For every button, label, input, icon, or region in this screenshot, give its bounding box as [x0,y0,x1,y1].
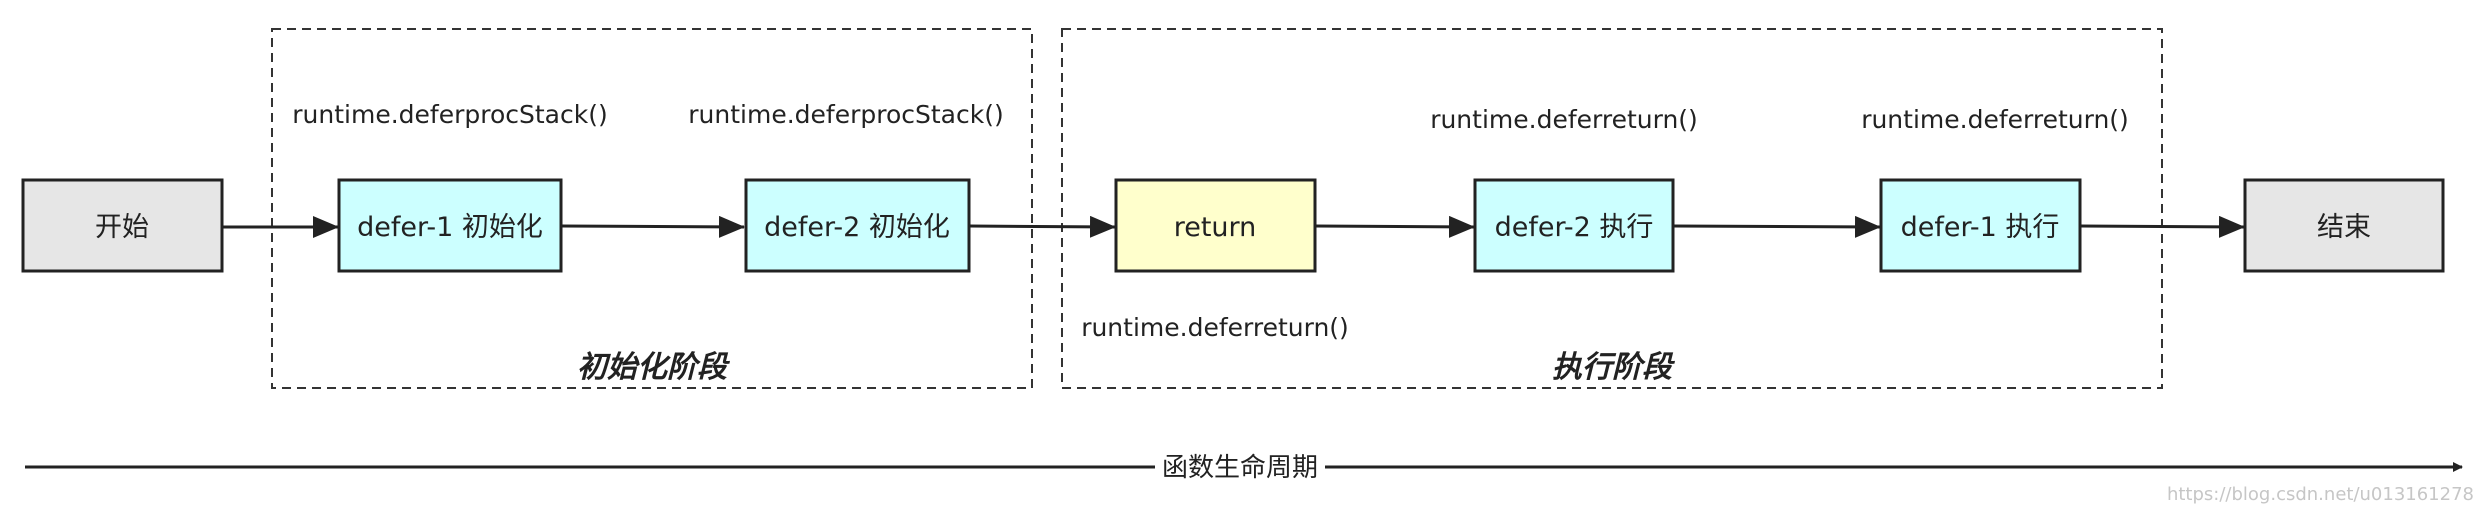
defer2-init-node: defer-2 初始化 [744,178,971,273]
defer1-init-call-label: runtime.deferprocStack() [292,100,607,129]
end-node-label: 结束 [2317,212,2371,243]
return-node: return [1114,178,1317,273]
defer2-exec-node-box [1473,178,1675,273]
defer2-exec-node: defer-2 执行 [1473,178,1675,273]
defer1-init-node-box [337,178,563,273]
watermark-text: https://blog.csdn.net/u013161278 [2167,484,2474,505]
edge-defer1-init-to-defer2-init [560,215,745,238]
edge-defer1-exec-to-end [2079,215,2245,238]
start-node: 开始 [21,178,224,273]
defer2-exec-call-label: runtime.deferreturn() [1430,105,1698,134]
defer1-init-node: defer-1 初始化 [337,178,563,273]
defer2-init-node-box [744,178,971,273]
defer1-init-node-label: defer-1 初始化 [357,212,543,243]
end-node: 结束 [2243,178,2445,273]
edge-return-to-defer2-exec [1314,215,1475,238]
start-node-box [21,178,224,273]
end-node-box [2243,178,2445,273]
defer1-exec-call-label: runtime.deferreturn() [1861,105,2129,134]
return-node-box [1114,178,1317,273]
return-call-label: runtime.deferreturn() [1081,313,1349,342]
edge-defer2-init-to-return [968,215,1116,238]
start-node-label: 开始 [95,212,149,243]
defer1-exec-node-box [1879,178,2082,273]
defer1-exec-node-label: defer-1 执行 [1901,212,2060,243]
defer2-init-node-label: defer-2 初始化 [764,212,950,243]
exec-phase-frame [1061,28,2163,389]
defer2-init-call-label: runtime.deferprocStack() [688,100,1003,129]
init-phase-title: 初始化阶段 [577,350,730,385]
edge-defer2-exec-to-defer1-exec [1672,215,1881,238]
init-phase-frame [271,28,1033,389]
timeline-label: 函数生命周期 [1162,453,1318,483]
defer1-exec-node: defer-1 执行 [1879,178,2082,273]
return-node-label: return [1174,212,1257,243]
exec-phase-title: 执行阶段 [1552,350,1675,385]
defer2-exec-node-label: defer-2 执行 [1495,212,1654,243]
